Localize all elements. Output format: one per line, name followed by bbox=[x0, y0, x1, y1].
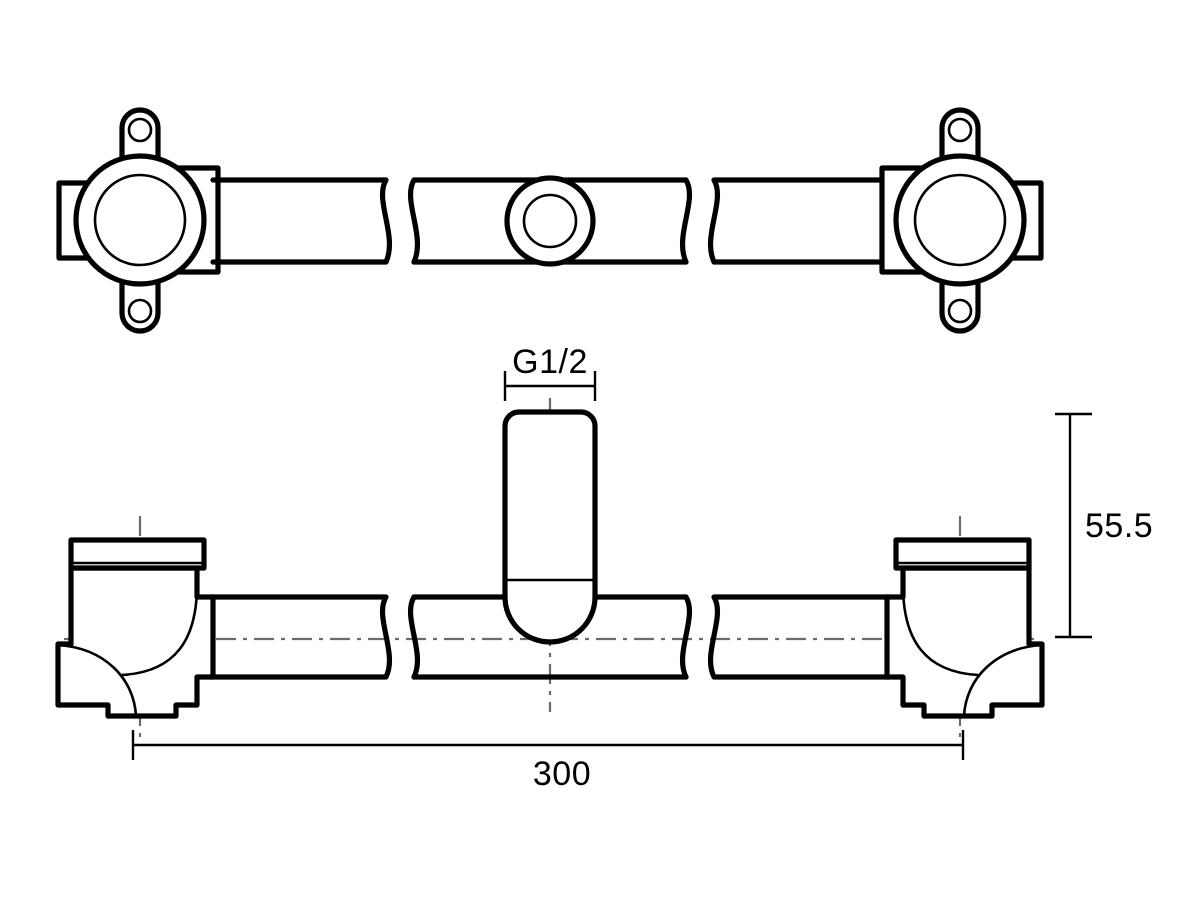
top-view-left-flange bbox=[56, 107, 221, 334]
right-elbow-inner-curve-lower bbox=[962, 643, 1044, 718]
center-tee-right-break bbox=[679, 594, 693, 680]
center-pipe-right-break bbox=[679, 177, 693, 265]
left-elbow-inner-curve-upper bbox=[120, 583, 199, 677]
center-vertical-outlet bbox=[502, 409, 598, 645]
left-pipe-with-break bbox=[210, 177, 393, 265]
left-pipe-elev-with-break bbox=[208, 594, 393, 680]
dimension-height-55-5: 55.5 bbox=[1055, 412, 1153, 639]
bottom-view-right-pipe bbox=[707, 594, 892, 680]
left-flange-inner-circle bbox=[93, 173, 187, 267]
right-pipe-elev-with-break bbox=[707, 594, 892, 680]
left-elbow-inner-curve-lower bbox=[56, 643, 138, 718]
top-view-left-pipe bbox=[210, 177, 393, 265]
right-flange-inner-circle bbox=[913, 173, 1007, 267]
thread-dim-label: G1/2 bbox=[512, 343, 588, 381]
right-pipe-with-break bbox=[707, 177, 890, 265]
right-elbow-inner-curve-upper bbox=[901, 583, 980, 677]
height-dim-label: 55.5 bbox=[1085, 507, 1153, 545]
dimension-thread-g12: G1/2 bbox=[503, 343, 597, 401]
top-view-right-flange bbox=[879, 107, 1044, 334]
top-view-right-pipe bbox=[707, 177, 890, 265]
left-flange-bottom-screw-hole bbox=[127, 298, 153, 324]
bottom-view-right-elbow bbox=[884, 537, 1045, 719]
center-outlet-boss-inner-circle bbox=[522, 193, 578, 249]
right-flange-bottom-screw-hole bbox=[947, 298, 973, 324]
center-outlet-boss-outer-circle bbox=[504, 175, 596, 267]
right-elbow-top-collar bbox=[893, 537, 1032, 571]
bottom-view-center-tee bbox=[407, 409, 693, 680]
bottom-view-left-pipe bbox=[208, 594, 393, 680]
left-elbow-top-collar bbox=[68, 537, 207, 571]
length-dim-label: 300 bbox=[533, 755, 591, 793]
center-pipe-left-break bbox=[407, 177, 421, 265]
left-elbow-body bbox=[55, 565, 216, 719]
bottom-view bbox=[55, 398, 1045, 742]
center-tee-left-break bbox=[407, 594, 421, 680]
top-view-center-section bbox=[407, 175, 693, 267]
right-elbow-body bbox=[884, 565, 1045, 719]
right-flange-top-screw-hole bbox=[947, 117, 973, 143]
dimension-overall-length-300: 300 bbox=[131, 730, 965, 793]
left-flange-top-screw-hole bbox=[127, 117, 153, 143]
bottom-view-left-elbow bbox=[55, 537, 216, 719]
top-view bbox=[56, 107, 1044, 334]
